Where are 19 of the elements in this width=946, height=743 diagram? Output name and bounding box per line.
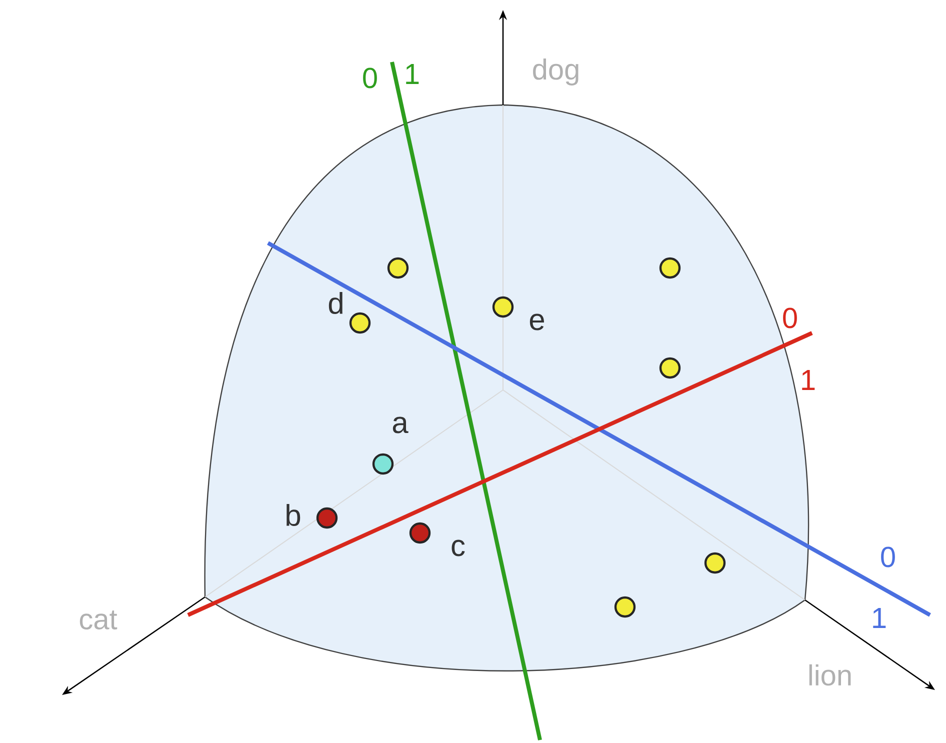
point-marker bbox=[614, 596, 636, 618]
point-label: a bbox=[392, 416, 408, 434]
point-label: c bbox=[452, 540, 465, 556]
side-label: 0 bbox=[881, 546, 895, 568]
point-label: b bbox=[286, 504, 300, 526]
side-label: 1 bbox=[873, 608, 886, 628]
point-marker bbox=[704, 552, 726, 574]
axis-label: cat bbox=[80, 610, 118, 630]
side-label: 1 bbox=[406, 64, 419, 84]
point-marker bbox=[659, 257, 681, 279]
axis-label: lion bbox=[809, 664, 851, 686]
side-label: 0 bbox=[363, 68, 377, 88]
side-label: 1 bbox=[802, 370, 815, 390]
point-label: e bbox=[530, 314, 544, 330]
side-label: 0 bbox=[783, 308, 797, 328]
point-marker bbox=[659, 357, 681, 379]
point-marker bbox=[387, 257, 409, 279]
point-label: d bbox=[328, 292, 342, 314]
axis-label: dog bbox=[533, 58, 578, 86]
